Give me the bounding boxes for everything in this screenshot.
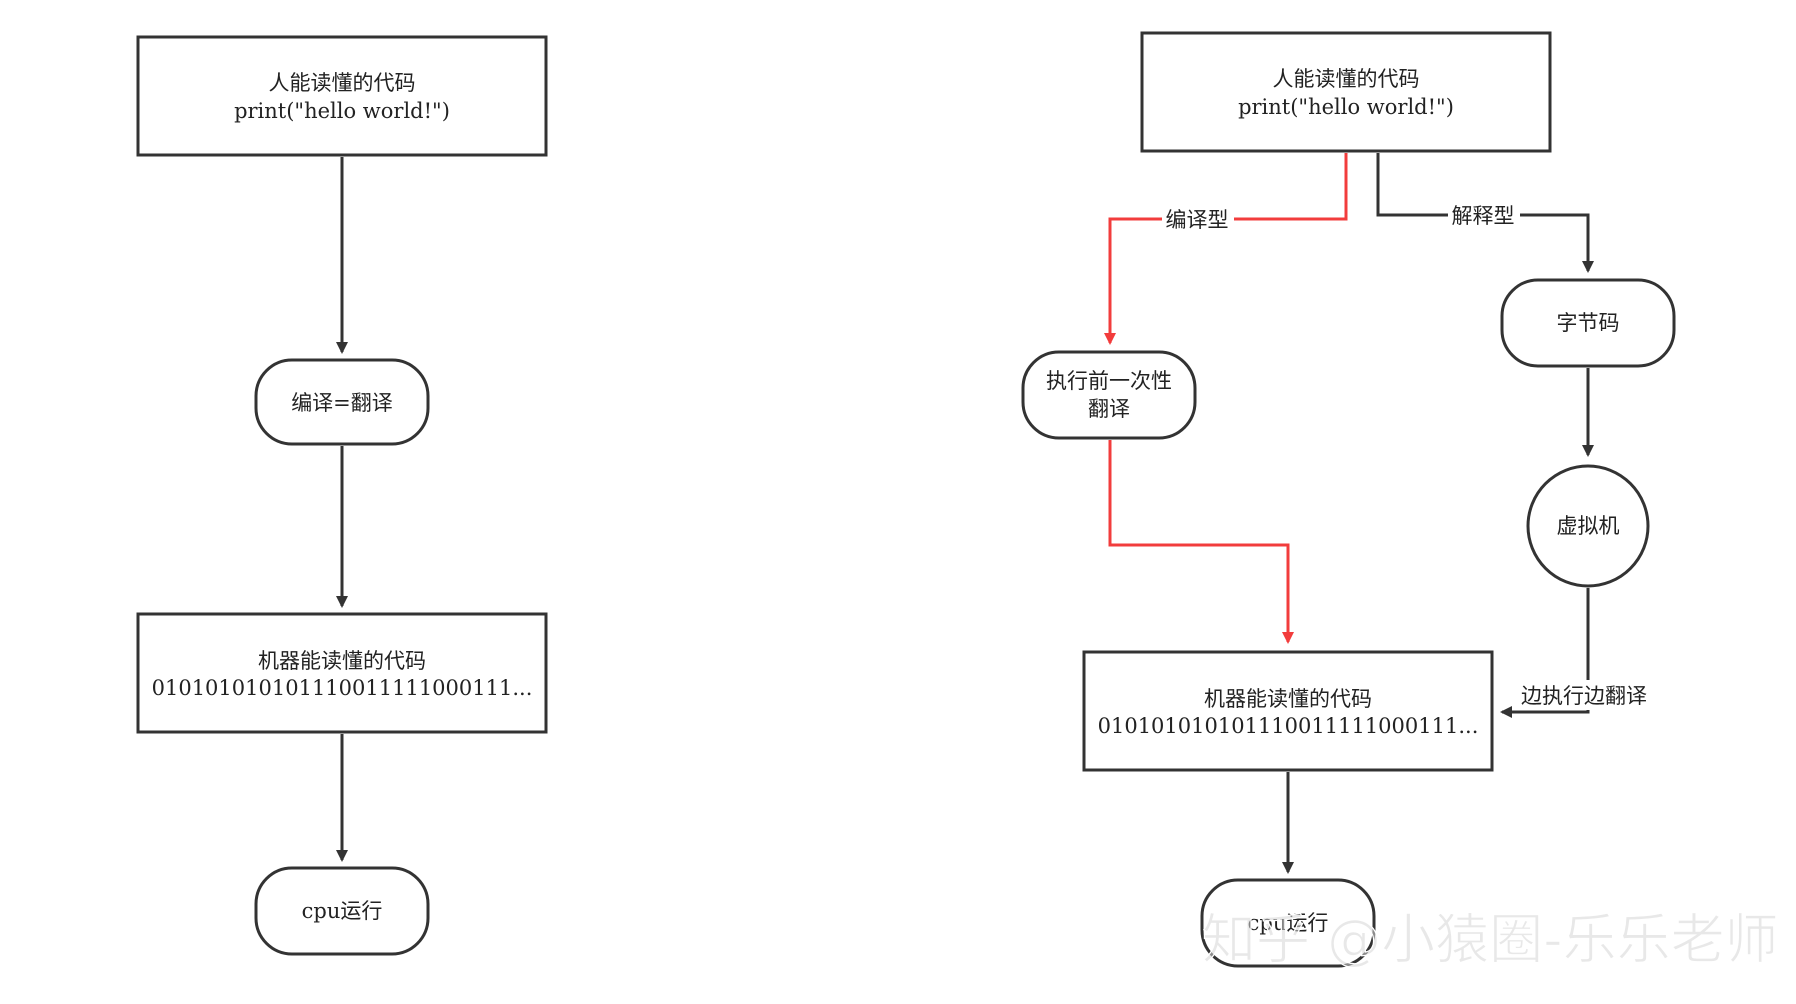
watermark: 知乎 @小猿圈-乐乐老师	[1202, 908, 1779, 971]
bytecode-node	[1500, 278, 1676, 368]
left-cpu-node	[254, 866, 430, 956]
right-interpret-path	[1500, 588, 1590, 718]
left-cpu-label: cpu运行	[302, 899, 383, 923]
right-compiled-path-bottom	[1108, 440, 1294, 644]
right-source-line1: 人能读懂的代码	[1273, 67, 1420, 91]
vm-label: 虚拟机	[1557, 514, 1620, 538]
left-machine-line1: 机器能读懂的代码	[258, 649, 426, 673]
left-source-box	[136, 35, 548, 157]
left-source-line1: 人能读懂的代码	[269, 71, 416, 95]
interpreted-label-bg	[1448, 200, 1520, 230]
left-flow: 人能读懂的代码 print("hello world!") 编译=翻译 机器能读…	[136, 35, 548, 956]
compiled-branch-label: 编译型	[1166, 208, 1229, 232]
right-source-box	[1140, 31, 1552, 153]
left-machine-box	[136, 612, 548, 734]
pre-translate-node	[1021, 350, 1197, 440]
vm-node	[1526, 464, 1650, 588]
interpret-label: 边执行边翻译	[1521, 684, 1647, 708]
pre-translate-line1: 执行前一次性	[1046, 369, 1172, 393]
interpret-label-bg	[1516, 680, 1652, 710]
left-machine-line2: 010101010101110011111000111...	[152, 676, 533, 700]
left-source-line2: print("hello world!")	[234, 99, 450, 123]
right-machine-box	[1082, 650, 1494, 772]
left-compile-label: 编译=翻译	[291, 391, 393, 415]
compiled-label-bg	[1162, 204, 1234, 234]
pre-translate-line2: 翻译	[1088, 397, 1130, 421]
right-compiled-path-top	[1104, 153, 1348, 345]
right-cpu-label: cpu运行	[1248, 911, 1329, 935]
bytecode-label: 字节码	[1557, 311, 1620, 335]
left-compile-node	[254, 358, 430, 446]
right-machine-line1: 机器能读懂的代码	[1204, 687, 1372, 711]
right-flow: 人能读懂的代码 print("hello world!") 编译型 解释型 执行…	[1021, 31, 1676, 968]
right-cpu-node	[1200, 878, 1376, 968]
interpreted-branch-label: 解释型	[1452, 204, 1515, 228]
right-machine-line2: 010101010101110011111000111...	[1098, 714, 1479, 738]
right-source-line2: print("hello world!")	[1238, 95, 1454, 119]
